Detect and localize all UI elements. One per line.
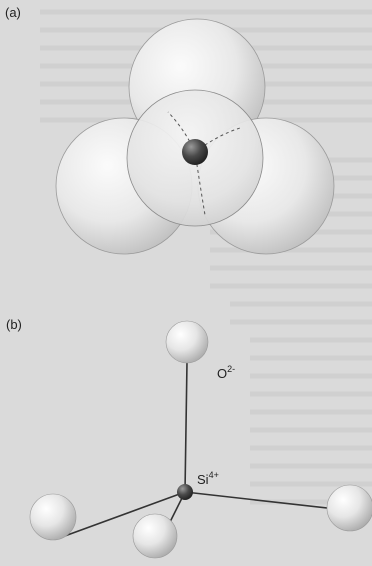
panel-b-label: (b): [6, 317, 22, 332]
space-filling-model: [55, 18, 335, 255]
silicon-sphere-a: [182, 139, 208, 165]
oxygen-ball-front: [132, 513, 178, 559]
silicon-symbol: Si: [197, 472, 209, 487]
hidden-bond-lines: [167, 111, 241, 216]
oxygen-ion-label: O2-: [217, 364, 235, 381]
silicon-ball-b: [177, 484, 193, 500]
silicon-charge: 4+: [209, 470, 219, 480]
oxygen-ball-top: [165, 320, 209, 364]
oxygen-symbol: O: [217, 366, 227, 381]
oxygen-charge: 2-: [227, 364, 235, 374]
panel-a-label: (a): [5, 5, 21, 20]
oxygen-ball-left: [29, 493, 77, 541]
ball-and-stick-model: O2- Si4+: [29, 320, 372, 559]
silicon-ion-label: Si4+: [197, 470, 219, 487]
oxygen-ball-right: [326, 484, 372, 532]
bond-lines: [61, 361, 346, 538]
